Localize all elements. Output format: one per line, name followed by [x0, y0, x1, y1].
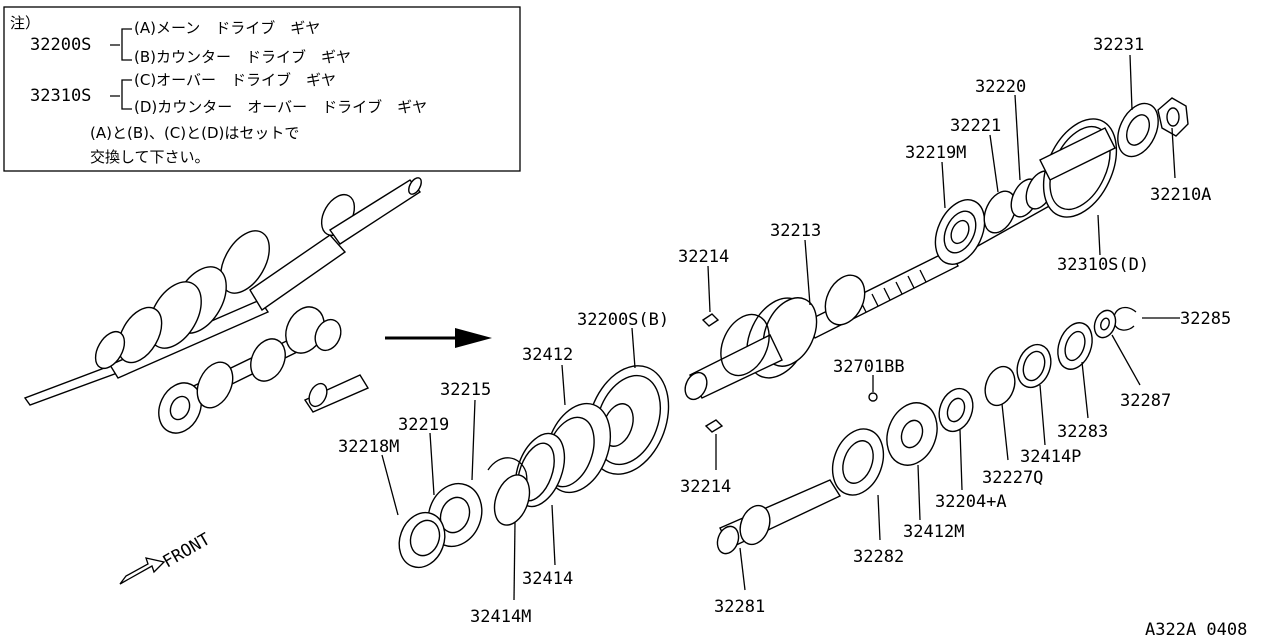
label-32414P: 32414P [1020, 447, 1081, 467]
note-code-32200S: 32200S [30, 35, 91, 55]
label-32210A: 32210A [1150, 185, 1211, 205]
exploded-parts [119, 97, 1189, 585]
label-32283: 32283 [1057, 422, 1108, 442]
label-32219: 32219 [398, 415, 449, 435]
note-code-32310S: 32310S [30, 86, 91, 106]
label-32200S-B: 32200S(B) [577, 310, 669, 330]
label-32231: 32231 [1093, 35, 1144, 55]
label-32412: 32412 [522, 345, 573, 365]
label-32285: 32285 [1180, 309, 1231, 329]
label-32221: 32221 [950, 116, 1001, 136]
label-32281: 32281 [714, 597, 765, 617]
label-32287: 32287 [1120, 391, 1171, 411]
label-32412M: 32412M [903, 522, 964, 542]
label-32414: 32414 [522, 569, 573, 589]
label-32701BB: 32701BB [833, 357, 905, 377]
overview-assembly-illustration [23, 177, 422, 434]
note-remark-2: 交換して下さい。 [90, 148, 210, 166]
note-box: 注） 32200S (A)メーン ドライブ ギヤ (B)カウンター ドライブ ギ… [3, 6, 521, 172]
label-32220: 32220 [975, 77, 1026, 97]
label-32219M: 32219M [905, 143, 966, 163]
note-remark-1: (A)と(B)、(C)と(D)はセットで [90, 124, 299, 142]
diagram-code: A322A 0408 [1145, 620, 1247, 640]
label-32204-A: 32204+A [935, 492, 1007, 512]
label-32218M: 32218M [338, 437, 399, 457]
note-line-c: (C)オーバー ドライブ ギヤ [134, 71, 336, 89]
note-heading: 注） [10, 14, 40, 32]
note-line-a: (A)メーン ドライブ ギヤ [134, 19, 320, 37]
label-32282: 32282 [853, 547, 904, 567]
part-labels: 32231 32220 32221 32219M 32210A 32213 32… [160, 35, 1248, 640]
label-32310S-D: 32310S(D) [1057, 255, 1149, 275]
label-32214-top: 32214 [678, 247, 729, 267]
assembly-arrow [385, 328, 492, 348]
label-32214-bottom: 32214 [680, 477, 731, 497]
front-label: FRONT [160, 529, 214, 572]
note-line-d: (D)カウンター オーバー ドライブ ギヤ [134, 98, 427, 116]
label-32215: 32215 [440, 380, 491, 400]
label-32414M: 32414M [470, 607, 531, 627]
label-32227Q: 32227Q [982, 468, 1043, 488]
label-32213: 32213 [770, 221, 821, 241]
note-line-b: (B)カウンター ドライブ ギヤ [134, 48, 351, 66]
leader-lines [381, 54, 1180, 601]
